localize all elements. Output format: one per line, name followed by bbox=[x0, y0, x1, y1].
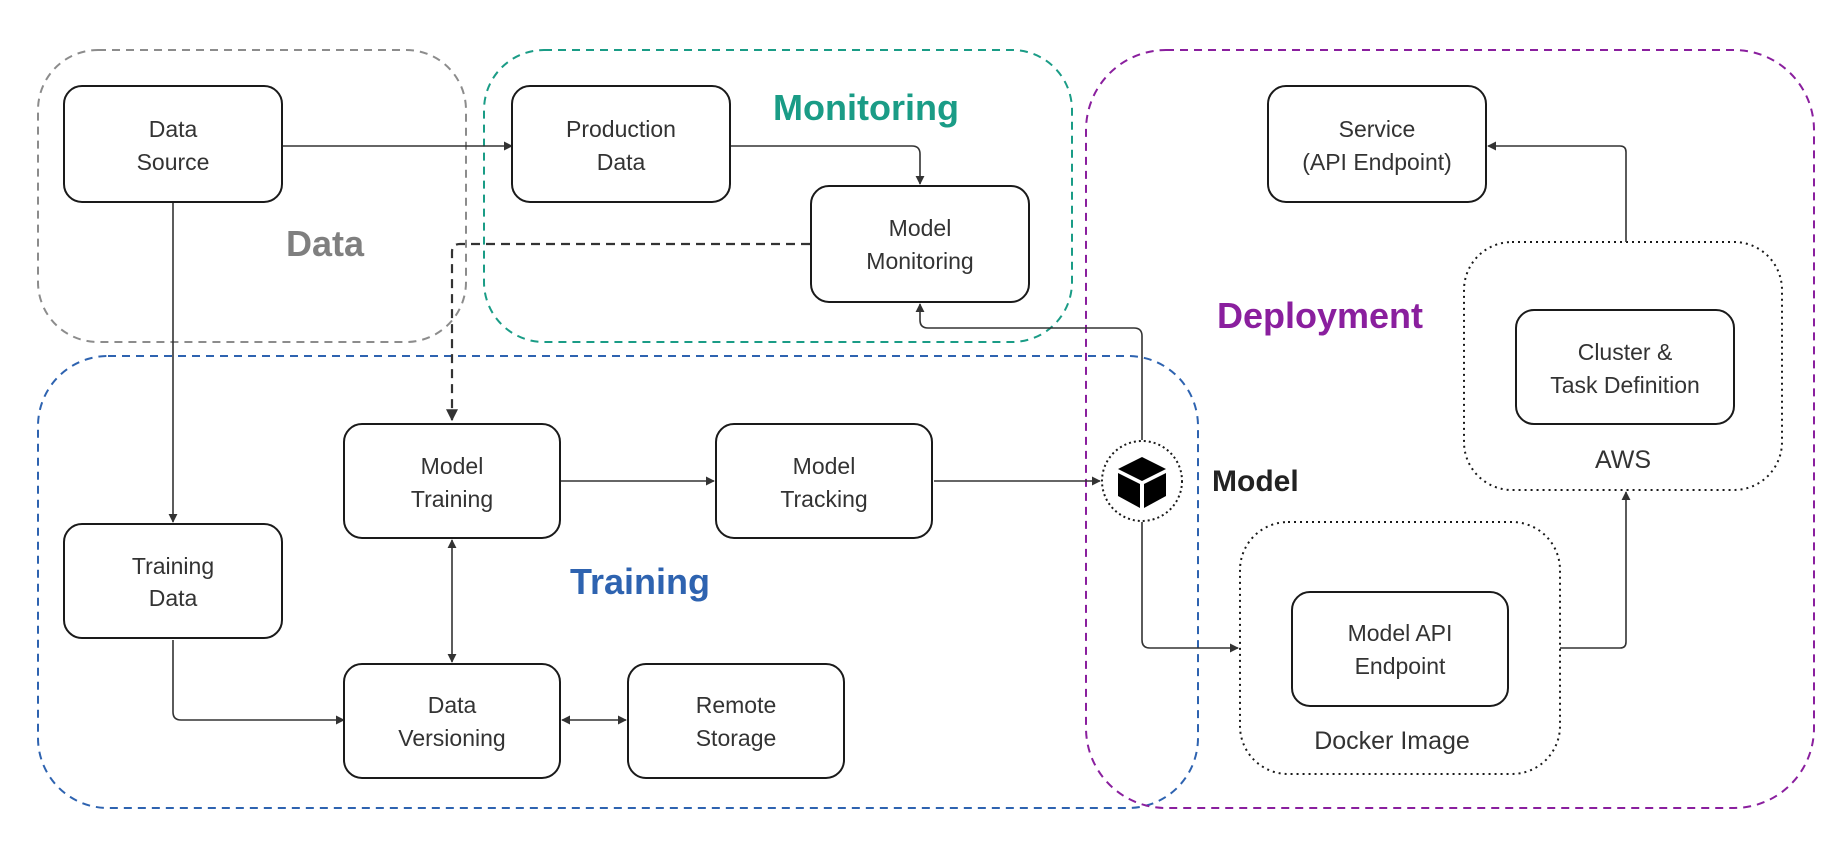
service-line2: (API Endpoint) bbox=[1302, 149, 1452, 175]
data-source-line1: Data bbox=[149, 116, 198, 142]
production-data-line2: Data bbox=[597, 149, 646, 175]
edge-production-data-to-model-monitoring bbox=[730, 145, 925, 185]
cluster-task-line2: Task Definition bbox=[1550, 372, 1700, 398]
model-monitoring-node: Model Monitoring bbox=[810, 185, 1030, 303]
production-data-line1: Production bbox=[566, 116, 676, 142]
data-region-title: Data bbox=[286, 223, 365, 264]
deployment-region bbox=[1085, 49, 1815, 809]
training-data-line1: Training bbox=[132, 553, 214, 579]
monitoring-region-title: Monitoring bbox=[773, 87, 959, 128]
model-tracking-node: Model Tracking bbox=[715, 423, 933, 539]
docker-image-group-label: Docker Image bbox=[1314, 727, 1470, 755]
training-data-line2: Data bbox=[149, 585, 198, 611]
training-data-node: Training Data bbox=[63, 523, 283, 639]
edge-model-to-model-monitoring bbox=[915, 303, 1143, 440]
model-training-line2: Training bbox=[411, 486, 493, 512]
model-training-node: Model Training bbox=[343, 423, 561, 539]
training-region-title: Training bbox=[570, 561, 710, 602]
service-line1: Service bbox=[1339, 116, 1416, 142]
model-node bbox=[1101, 440, 1183, 522]
edge-docker-image-to-aws bbox=[1560, 491, 1631, 649]
data-versioning-line2: Versioning bbox=[398, 725, 505, 751]
aws-group bbox=[1463, 241, 1783, 491]
remote-storage-node: Remote Storage bbox=[627, 663, 845, 779]
deployment-region-title: Deployment bbox=[1217, 295, 1423, 336]
monitoring-region bbox=[483, 49, 1073, 343]
production-data-node: Production Data bbox=[511, 85, 731, 203]
edge-monitoring-to-training-dashed bbox=[446, 242, 810, 422]
model-api-line1: Model API bbox=[1348, 620, 1453, 646]
model-training-line1: Model bbox=[421, 453, 484, 479]
docker-image-group bbox=[1239, 521, 1561, 775]
edge-training-data-to-versioning bbox=[172, 640, 345, 725]
training-region bbox=[37, 355, 1199, 809]
service-node: Service (API Endpoint) bbox=[1267, 85, 1487, 203]
model-api-endpoint-node: Model API Endpoint bbox=[1291, 591, 1509, 707]
cluster-task-line1: Cluster & bbox=[1578, 339, 1673, 365]
model-tracking-line1: Model bbox=[793, 453, 856, 479]
data-versioning-line1: Data bbox=[428, 692, 477, 718]
data-source-line2: Source bbox=[137, 149, 210, 175]
data-region bbox=[37, 49, 467, 343]
data-source-node: Data Source bbox=[63, 85, 283, 203]
edge-aws-to-service bbox=[1487, 141, 1627, 242]
edge-model-to-docker-image bbox=[1141, 522, 1239, 653]
cube-icon bbox=[1118, 457, 1166, 508]
model-monitoring-line1: Model bbox=[889, 215, 952, 241]
model-tracking-line2: Tracking bbox=[780, 486, 867, 512]
remote-storage-line2: Storage bbox=[696, 725, 777, 751]
model-api-line2: Endpoint bbox=[1355, 653, 1446, 679]
cluster-task-definition-node: Cluster & Task Definition bbox=[1515, 309, 1735, 425]
aws-group-label: AWS bbox=[1595, 446, 1651, 474]
remote-storage-line1: Remote bbox=[696, 692, 777, 718]
data-versioning-node: Data Versioning bbox=[343, 663, 561, 779]
model-label: Model bbox=[1212, 465, 1299, 498]
model-monitoring-line2: Monitoring bbox=[866, 248, 973, 274]
